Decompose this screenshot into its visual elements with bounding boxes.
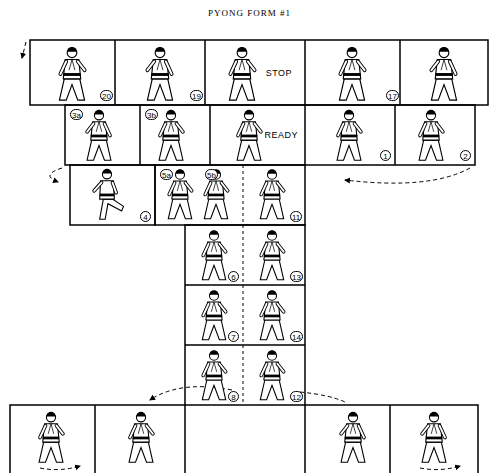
pose-box: STOP (205, 40, 305, 105)
figure (341, 412, 365, 462)
column-box (185, 225, 305, 405)
box-label: READY (263, 130, 299, 140)
movement-arrow (345, 168, 470, 183)
callout-number: 4 (140, 211, 151, 222)
figure (422, 412, 446, 462)
figure (237, 110, 261, 160)
callout-number: 11 (290, 211, 302, 222)
callout-number: 8 (228, 391, 239, 402)
movement-arrows (22, 42, 470, 470)
figure (204, 169, 227, 219)
movement-arrow (50, 168, 62, 182)
figure (419, 110, 443, 160)
dashed-divider (243, 165, 244, 405)
figure (260, 350, 283, 400)
callout-number: 1 (380, 150, 391, 161)
top-row (30, 40, 488, 105)
figure (202, 230, 225, 279)
movement-arrow (300, 392, 345, 402)
bottom-row (10, 405, 478, 473)
figure (260, 290, 283, 340)
figure (202, 350, 225, 400)
callout-number: 3a (70, 109, 83, 120)
figure (202, 290, 225, 340)
callout-number: 7 (228, 331, 239, 342)
figure (229, 47, 254, 100)
step-box (155, 165, 305, 225)
figure (147, 47, 172, 100)
callout-number: 3b (145, 109, 158, 120)
figure (94, 169, 123, 219)
box-grid (10, 40, 488, 473)
row-divider (115, 40, 400, 105)
step-box (70, 165, 155, 225)
figure (260, 230, 283, 279)
figure (129, 412, 153, 462)
figure (337, 110, 361, 160)
page-title: PYONG FORM #1 (208, 8, 291, 18)
movement-arrow (22, 42, 26, 58)
movement-arrow (40, 466, 80, 470)
callout-number: 20 (100, 90, 113, 101)
figures (39, 47, 456, 462)
callout-number: 19 (190, 90, 203, 101)
figure (59, 47, 84, 100)
figure (159, 110, 183, 160)
callout-number: 6 (228, 271, 239, 282)
callout-number: 14 (290, 331, 303, 342)
movement-arrow (420, 466, 460, 470)
figure (339, 47, 364, 100)
row-divider (185, 285, 305, 345)
figure (39, 412, 63, 462)
callout-number: 13 (290, 271, 303, 282)
callout-number: 2 (460, 150, 471, 161)
callout-number: 12 (290, 391, 303, 402)
callout-number: 5a (160, 169, 173, 180)
callout-number: 5b (205, 169, 218, 180)
callout-number: 17 (386, 90, 399, 101)
figure (87, 110, 111, 160)
pose-box: READY (210, 105, 305, 165)
figure (431, 47, 456, 100)
second-row (65, 105, 475, 165)
box-label: STOP (265, 68, 293, 78)
figure (260, 169, 283, 219)
row-divider (140, 105, 395, 165)
